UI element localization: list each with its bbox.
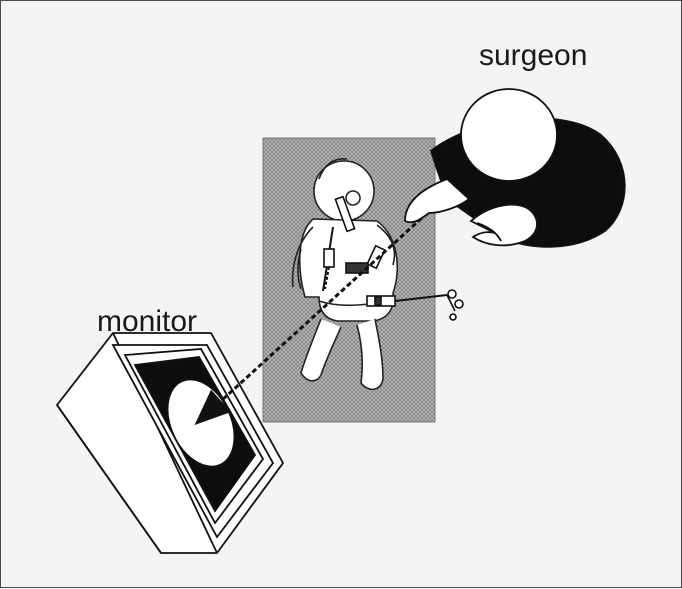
surgeon-figure — [405, 89, 625, 247]
surgeon-label: surgeon — [479, 39, 587, 72]
monitor-icon — [57, 333, 283, 553]
monitor-label: monitor — [97, 305, 197, 338]
